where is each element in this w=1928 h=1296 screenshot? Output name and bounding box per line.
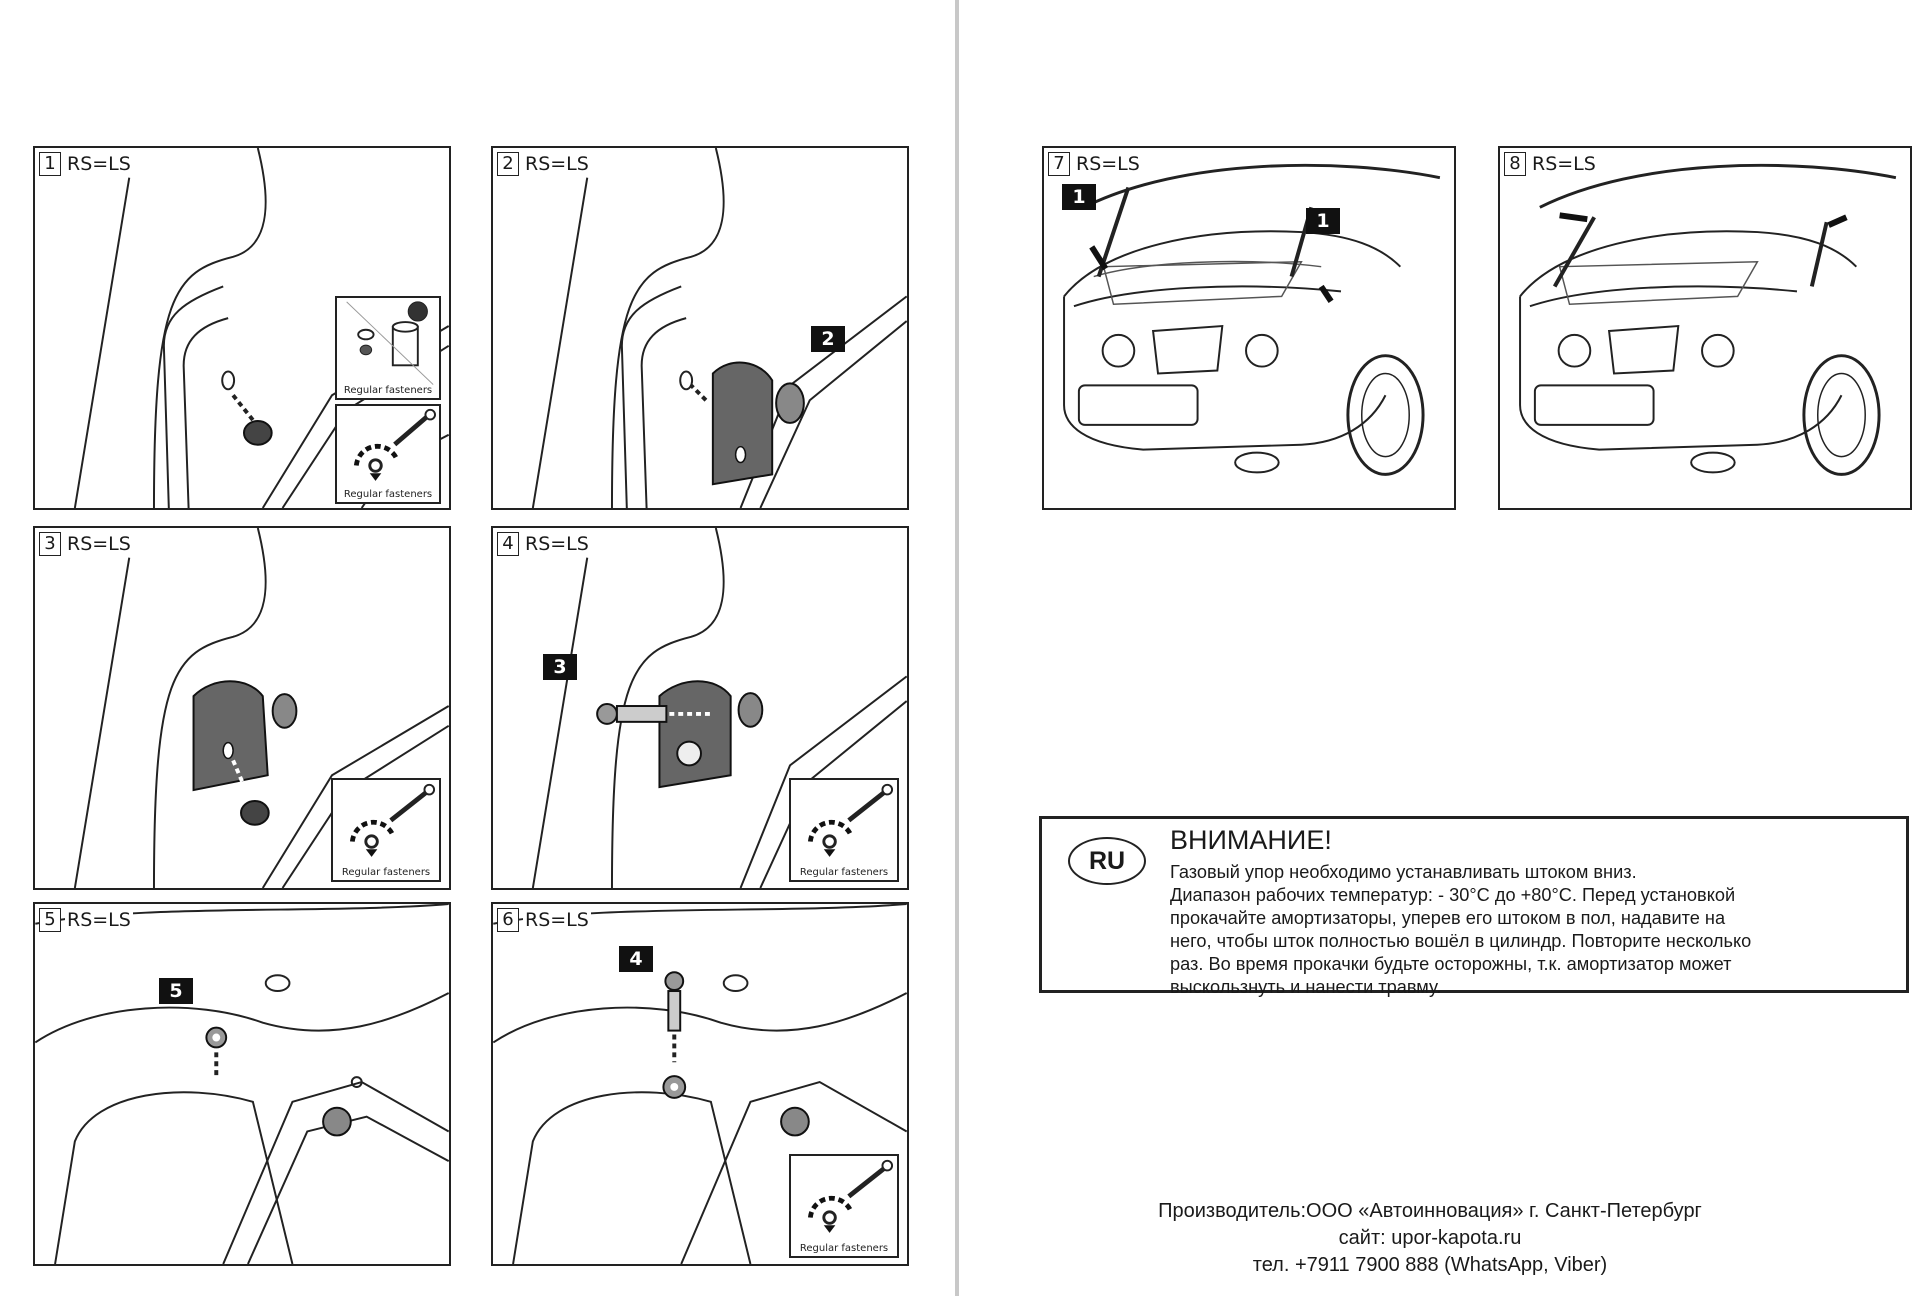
wrench-icon — [807, 1159, 894, 1233]
step-side-label: RS=LS — [65, 533, 133, 555]
step-number: 2 — [497, 152, 519, 176]
step-side-label: RS=LS — [523, 153, 591, 175]
step-number: 6 — [497, 908, 519, 932]
step-4-illustration — [531, 528, 907, 888]
step-4-panel: 4 RS=LS 3 Regular fasteners — [491, 526, 909, 890]
step-number: 4 — [497, 532, 519, 556]
page-divider — [955, 0, 959, 1296]
inset-label: Regular fasteners — [799, 1243, 889, 1254]
step-side-label: RS=LS — [523, 533, 591, 555]
manufacturer-line: Производитель:ООО «Автоинновация» г. Сан… — [1158, 1200, 1702, 1222]
manufacturer-footer: Производитель:ООО «Автоинновация» г. Сан… — [1060, 1198, 1800, 1279]
step-side-label: RS=LS — [1530, 153, 1598, 175]
step-3-illustration — [73, 528, 449, 888]
part-callout: 3 — [543, 654, 577, 680]
warning-line: выскользнуть и нанести травму. — [1170, 977, 1442, 997]
wrench-icon — [353, 408, 436, 481]
step-7-header: 7 RS=LS — [1048, 152, 1142, 176]
left-page: 1 RS=LS Regular fasteners Regular f — [0, 0, 955, 1296]
step-side-label: RS=LS — [65, 153, 133, 175]
wrench-icon — [349, 783, 436, 857]
step-6-header: 6 RS=LS — [497, 908, 591, 932]
strut-callout-left: 1 — [1062, 184, 1096, 210]
step-1-panel: 1 RS=LS Regular fasteners Regular f — [33, 146, 451, 510]
step-8-header: 8 RS=LS — [1504, 152, 1598, 176]
car-icon — [1063, 163, 1441, 476]
step-8-panel: 8 RS=LS — [1498, 146, 1912, 510]
inset-label: Regular fasteners — [799, 867, 889, 878]
step-6-panel: 6 RS=LS 4 Regular fasteners — [491, 902, 909, 1266]
step-number: 3 — [39, 532, 61, 556]
step-2-panel: 2 RS=LS 2 — [491, 146, 909, 510]
step-5-illustration — [35, 904, 449, 1264]
part-callout: 2 — [811, 326, 845, 352]
step-4-header: 4 RS=LS — [497, 532, 591, 556]
inset-label: Regular fasteners — [341, 867, 431, 878]
step-number: 1 — [39, 152, 61, 176]
part-callout: 4 — [619, 946, 653, 972]
strut-callout-right: 1 — [1306, 208, 1340, 234]
language-badge: RU — [1068, 837, 1146, 885]
wrench-icon — [807, 783, 894, 857]
warning-line: прокачайте амортизаторы, уперев его шток… — [1170, 908, 1726, 928]
website-line: сайт: upor-kapota.ru — [1338, 1227, 1522, 1249]
warning-line: него, чтобы шток полностью вошёл в цилин… — [1170, 931, 1752, 951]
warning-box: RU ВНИМАНИЕ! Газовый упор необходимо уст… — [1039, 816, 1909, 997]
inset-label: Regular fasteners — [343, 489, 433, 500]
step-side-label: RS=LS — [1074, 153, 1142, 175]
step-3-header: 3 RS=LS — [39, 532, 133, 556]
phone-line: тел. +7911 7900 888 (WhatsApp, Viber) — [1252, 1254, 1608, 1276]
step-number: 8 — [1504, 152, 1526, 176]
step-2-illustration — [531, 148, 907, 508]
clip-icon — [346, 301, 434, 385]
tool-inset: Regular fasteners — [789, 1154, 899, 1258]
right-page: 7 RS=LS 1 1 8 RS=LS — [960, 0, 1928, 1296]
warning-line: Газовый упор необходимо устанавливать шт… — [1170, 862, 1637, 882]
inset-label: Regular fasteners — [343, 385, 433, 396]
step-number: 5 — [39, 908, 61, 932]
step-5-header: 5 RS=LS — [39, 908, 133, 932]
step-3-panel: 3 RS=LS Regular fasteners — [33, 526, 451, 890]
fastener-inset: Regular fasteners — [335, 296, 441, 400]
car-icon — [1519, 163, 1897, 476]
tool-inset: Regular fasteners — [335, 404, 441, 504]
warning-line: раз. Во время прокачки будьте осторожны,… — [1170, 954, 1732, 974]
warning-title: ВНИМАНИЕ! — [1170, 825, 1332, 855]
step-5-panel: 5 RS=LS 5 — [33, 902, 451, 1266]
warning-line: Диапазон рабочих температур: - 30°С до +… — [1170, 885, 1736, 905]
part-callout: 5 — [159, 978, 193, 1004]
step-side-label: RS=LS — [65, 909, 133, 931]
tool-inset: Regular fasteners — [331, 778, 441, 882]
step-side-label: RS=LS — [523, 909, 591, 931]
step-number: 7 — [1048, 152, 1070, 176]
step-2-header: 2 RS=LS — [497, 152, 591, 176]
warning-text: Газовый упор необходимо устанавливать шт… — [1170, 861, 1890, 999]
step-6-illustration — [493, 904, 907, 1264]
step-1-header: 1 RS=LS — [39, 152, 133, 176]
step-7-panel: 7 RS=LS 1 1 — [1042, 146, 1456, 510]
tool-inset: Regular fasteners — [789, 778, 899, 882]
